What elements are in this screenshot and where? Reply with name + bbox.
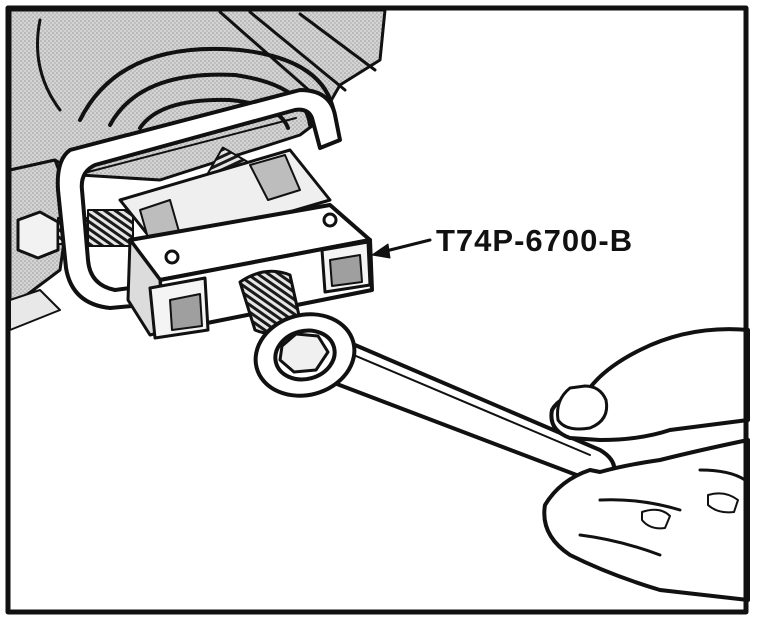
figure-border (5, 5, 749, 615)
tool-callout-label: T74P-6700-B (436, 223, 633, 258)
hand (542, 327, 750, 602)
yoke-thread (87, 209, 134, 247)
callout-leader (371, 238, 432, 259)
tool-yoke (55, 88, 342, 310)
